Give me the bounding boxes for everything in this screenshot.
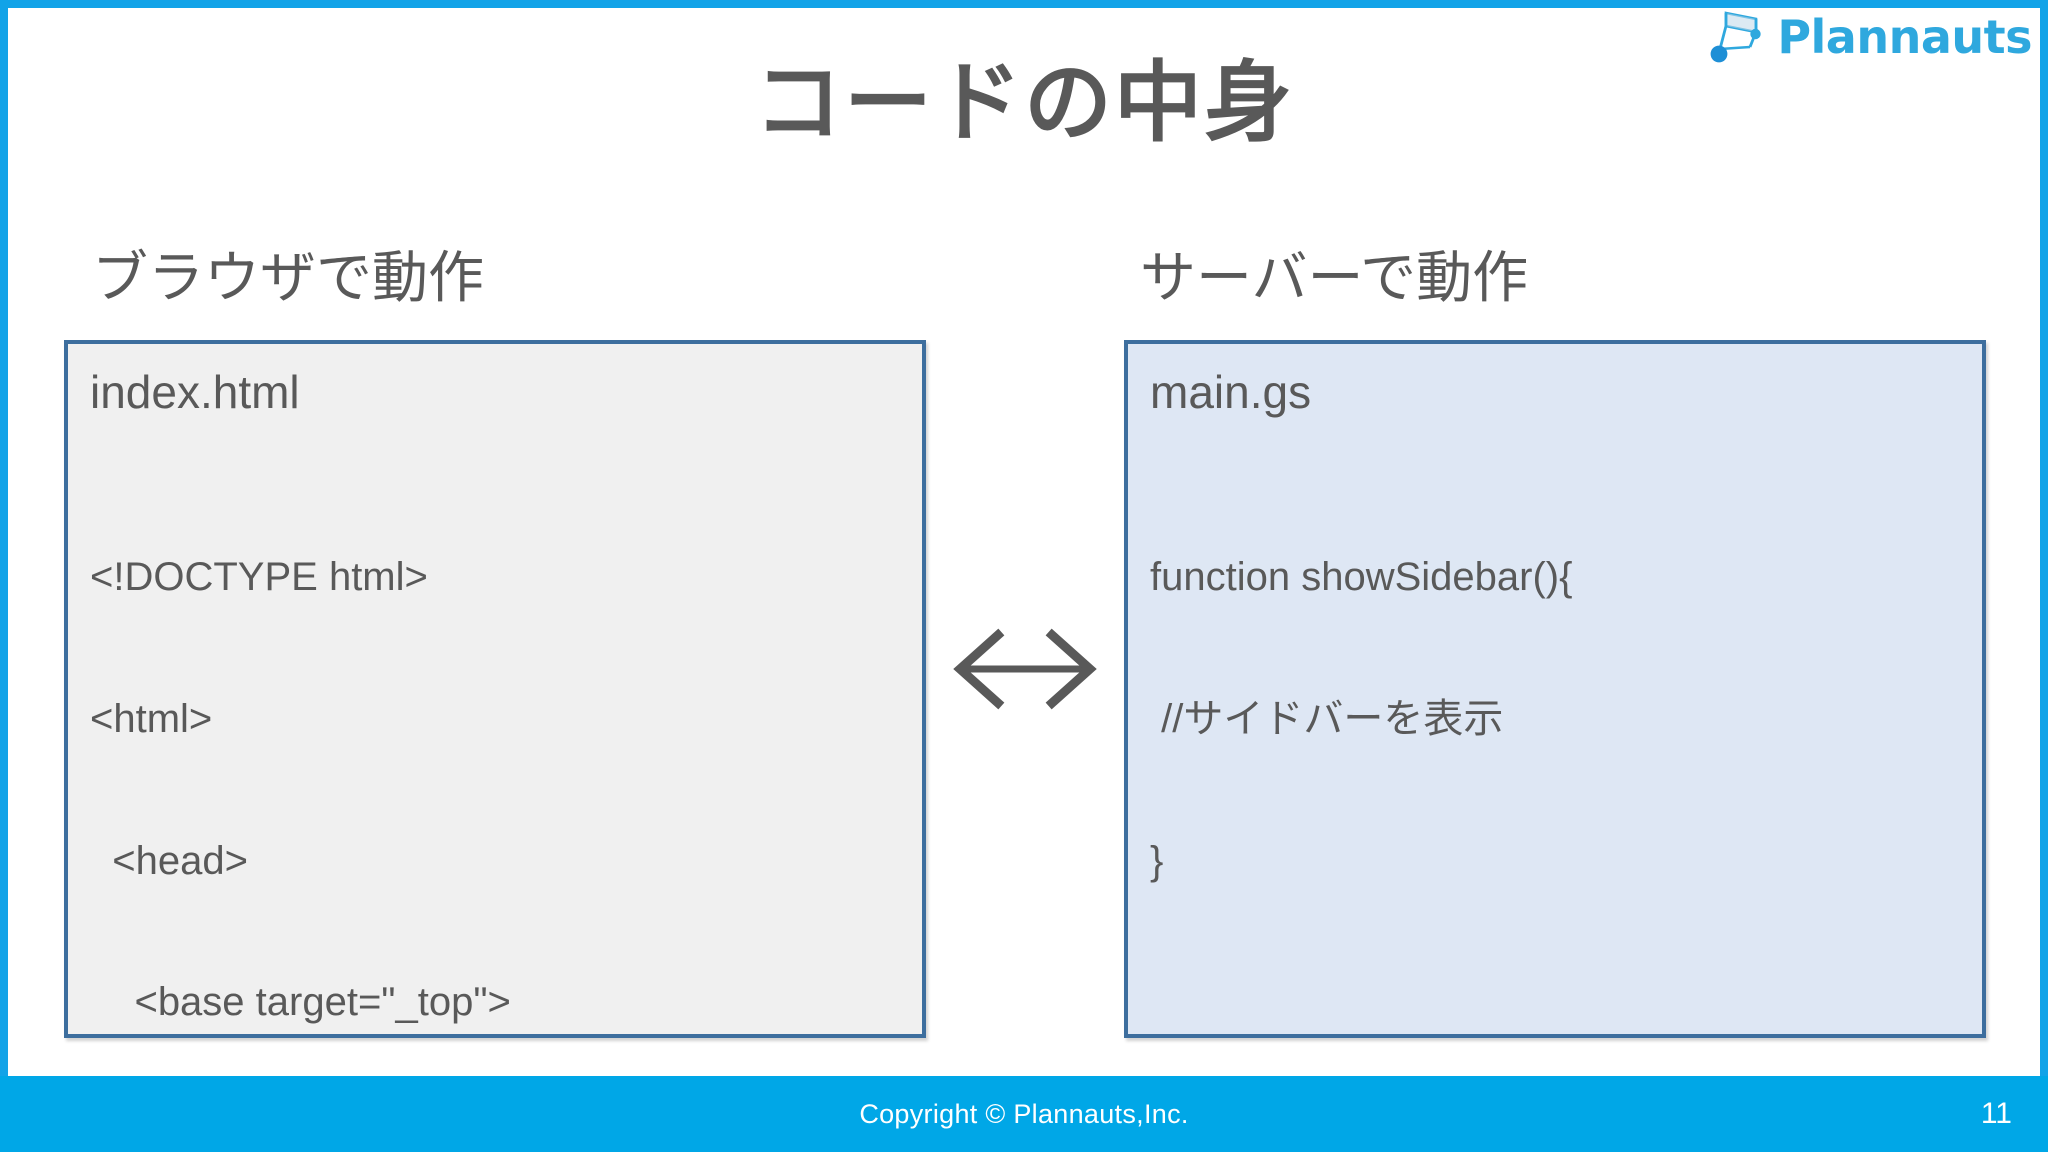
code-body-main-gs: function showSidebar(){ //サイドバーを表示 } fun… [1150,460,1960,1034]
page-title: コードの中身 [753,53,1294,152]
brand-logo: Plannauts [1709,6,2032,68]
code-body-index-html: <!DOCTYPE html> <html> <head> <base targ… [90,460,900,1034]
frame-border-top [0,0,2048,8]
code-line: function showSidebar(){ [1150,555,1573,600]
filename-index-html: index.html [90,366,300,418]
brand-logo-text: Plannauts [1777,10,2032,64]
plannauts-note-logo-icon [1710,11,1762,63]
code-line: <base target="_top"> [90,980,511,1025]
filename-main-gs: main.gs [1150,366,1312,418]
code-box-index-html: index.html <!DOCTYPE html> <html> <head>… [64,340,926,1038]
footer-bar: Copyright © Plannauts,Inc. 11 [0,1076,2048,1152]
footer-copyright: Copyright © Plannauts,Inc. [859,1098,1189,1129]
code-line: //サイドバーを表示 [1150,697,1504,742]
frame-border-left [0,0,8,1152]
code-line: <!DOCTYPE html> [90,555,428,600]
page-number: 11 [1980,1097,2012,1130]
code-line [1150,979,1960,1026]
double-headed-arrow-icon [953,628,1097,710]
code-line: <head> [90,838,248,883]
column-heading-server: サーバーで動作 [1140,246,1529,309]
column-heading-browser: ブラウザで動作 [92,246,484,309]
frame-border-right [2040,0,2048,1152]
code-line: } [1150,838,1164,883]
code-box-main-gs: main.gs function showSidebar(){ //サイドバーを… [1124,340,1986,1038]
code-line: <html> [90,697,213,742]
